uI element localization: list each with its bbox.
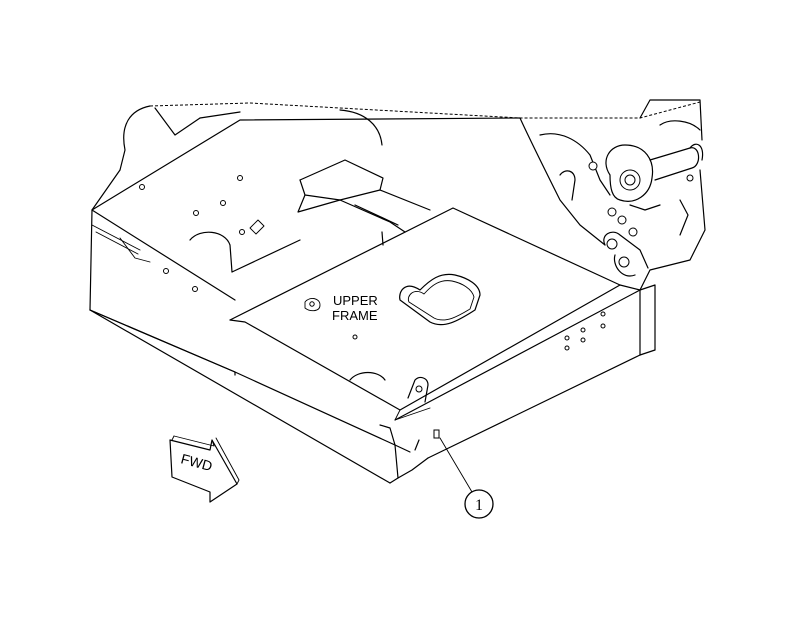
- callout-number: 1: [475, 497, 483, 514]
- boom-mount: [519, 99, 706, 291]
- part-label-frame: FRAME: [332, 308, 378, 323]
- upper-frame-plate: [229, 207, 621, 421]
- forward-direction-arrow: FWD: [169, 435, 240, 503]
- rear-bracket: [297, 159, 431, 246]
- callout-1[interactable]: 1: [439, 437, 494, 519]
- front-face: [89, 284, 656, 484]
- part-label-upper: UPPER: [333, 293, 378, 308]
- direction-label: FWD: [179, 450, 214, 474]
- callout-circle: [464, 489, 494, 519]
- callout-leader-line: [439, 437, 473, 493]
- machine-outline: [89, 101, 701, 311]
- left-platform: [89, 117, 521, 373]
- part-label: UPPER FRAME: [332, 293, 378, 323]
